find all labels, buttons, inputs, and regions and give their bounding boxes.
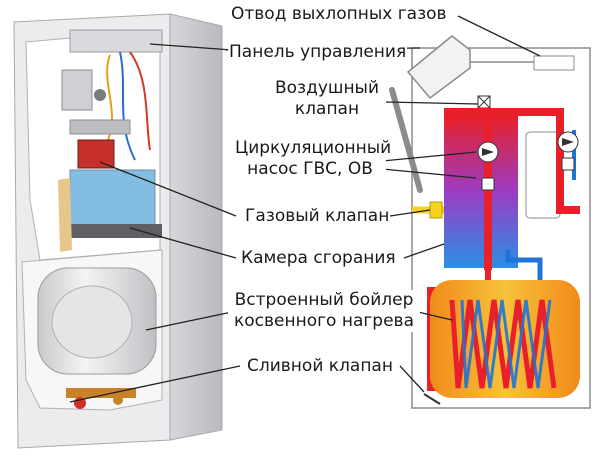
- label-air-valve-line2: клапан: [294, 99, 360, 119]
- expansion-vessel: [525, 131, 561, 219]
- boiler-photo: [13, 13, 223, 449]
- boiler-schematic: [389, 35, 591, 409]
- label-drain-valve: Сливной клапан: [246, 356, 394, 377]
- label-pump: Циркуляционный насос ГВС, ОВ: [234, 138, 392, 180]
- boiler-side-wall: [169, 13, 223, 441]
- label-air-valve: Воздушный клапан: [270, 78, 384, 120]
- heat-exchanger: [444, 116, 518, 268]
- label-control-panel: Панель управления: [228, 42, 408, 63]
- label-indirect-boiler-line2: косвенного нагрева: [233, 311, 414, 331]
- burner-plate: [64, 224, 162, 238]
- schematic-casing: [411, 47, 591, 409]
- flue-outlet: [533, 55, 575, 71]
- label-indirect-boiler-line1: Встроенный бойлер: [234, 290, 414, 310]
- leader-lines: [69, 15, 541, 403]
- label-flue: Отвод выхлопных газов: [230, 4, 448, 25]
- label-combustion-chamber: Камера сгорания: [240, 248, 397, 269]
- control-panel: [69, 29, 163, 53]
- gas-valve-part: [77, 139, 115, 169]
- flue-hood: [406, 35, 471, 100]
- label-gas-valve: Газовый клапан: [244, 206, 391, 227]
- label-pump-line1: Циркуляционный: [235, 138, 392, 158]
- label-pump-line2: насос ГВС, ОВ: [247, 159, 373, 179]
- label-indirect-boiler: Встроенный бойлер косвенного нагрева: [228, 290, 420, 332]
- label-air-valve-line1: Воздушный: [274, 78, 380, 98]
- combustion-chamber-part: [69, 169, 156, 226]
